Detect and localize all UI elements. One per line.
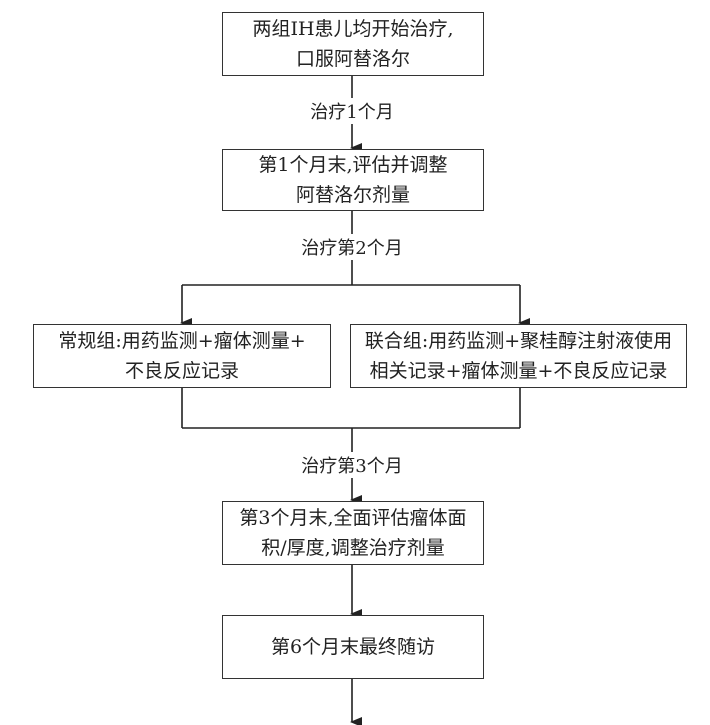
month3-end-line1: 第3个月末,全面评估瘤体面 (239, 507, 467, 529)
start-box: 两组IH患儿均开始治疗, 口服阿替洛尔 (222, 12, 484, 76)
combined-line1: 联合组:用药监测+聚桂醇注射液使用 (364, 330, 673, 352)
label-treat-month3: 治疗第3个月 (299, 452, 405, 478)
label-treat-month1: 治疗1个月 (308, 98, 396, 124)
conventional-line2: 不良反应记录 (124, 360, 239, 382)
start-box-line2: 口服阿替洛尔 (295, 48, 410, 70)
month3-end-box: 第3个月末,全面评估瘤体面 积/厚度,调整治疗剂量 (222, 501, 484, 565)
combined-line2: 相关记录+瘤体测量+不良反应记录 (369, 360, 668, 382)
conventional-line1: 常规组:用药监测+瘤体测量+ (58, 330, 306, 352)
start-box-line1: 两组IH患儿均开始治疗, (252, 18, 454, 40)
month6-end-box: 第6个月末最终随访 (222, 615, 484, 679)
month6-end-line1: 第6个月末最终随访 (270, 636, 436, 658)
conventional-group-box: 常规组:用药监测+瘤体测量+ 不良反应记录 (33, 324, 331, 388)
label-treat-month2: 治疗第2个月 (299, 234, 405, 260)
month3-end-line2: 积/厚度,调整治疗剂量 (261, 537, 445, 559)
combined-group-box: 联合组:用药监测+聚桂醇注射液使用 相关记录+瘤体测量+不良反应记录 (350, 324, 687, 388)
month1-end-box: 第1个月末,评估并调整 阿替洛尔剂量 (222, 149, 484, 211)
month1-end-line1: 第1个月末,评估并调整 (258, 154, 448, 176)
month1-end-line2: 阿替洛尔剂量 (295, 184, 410, 206)
